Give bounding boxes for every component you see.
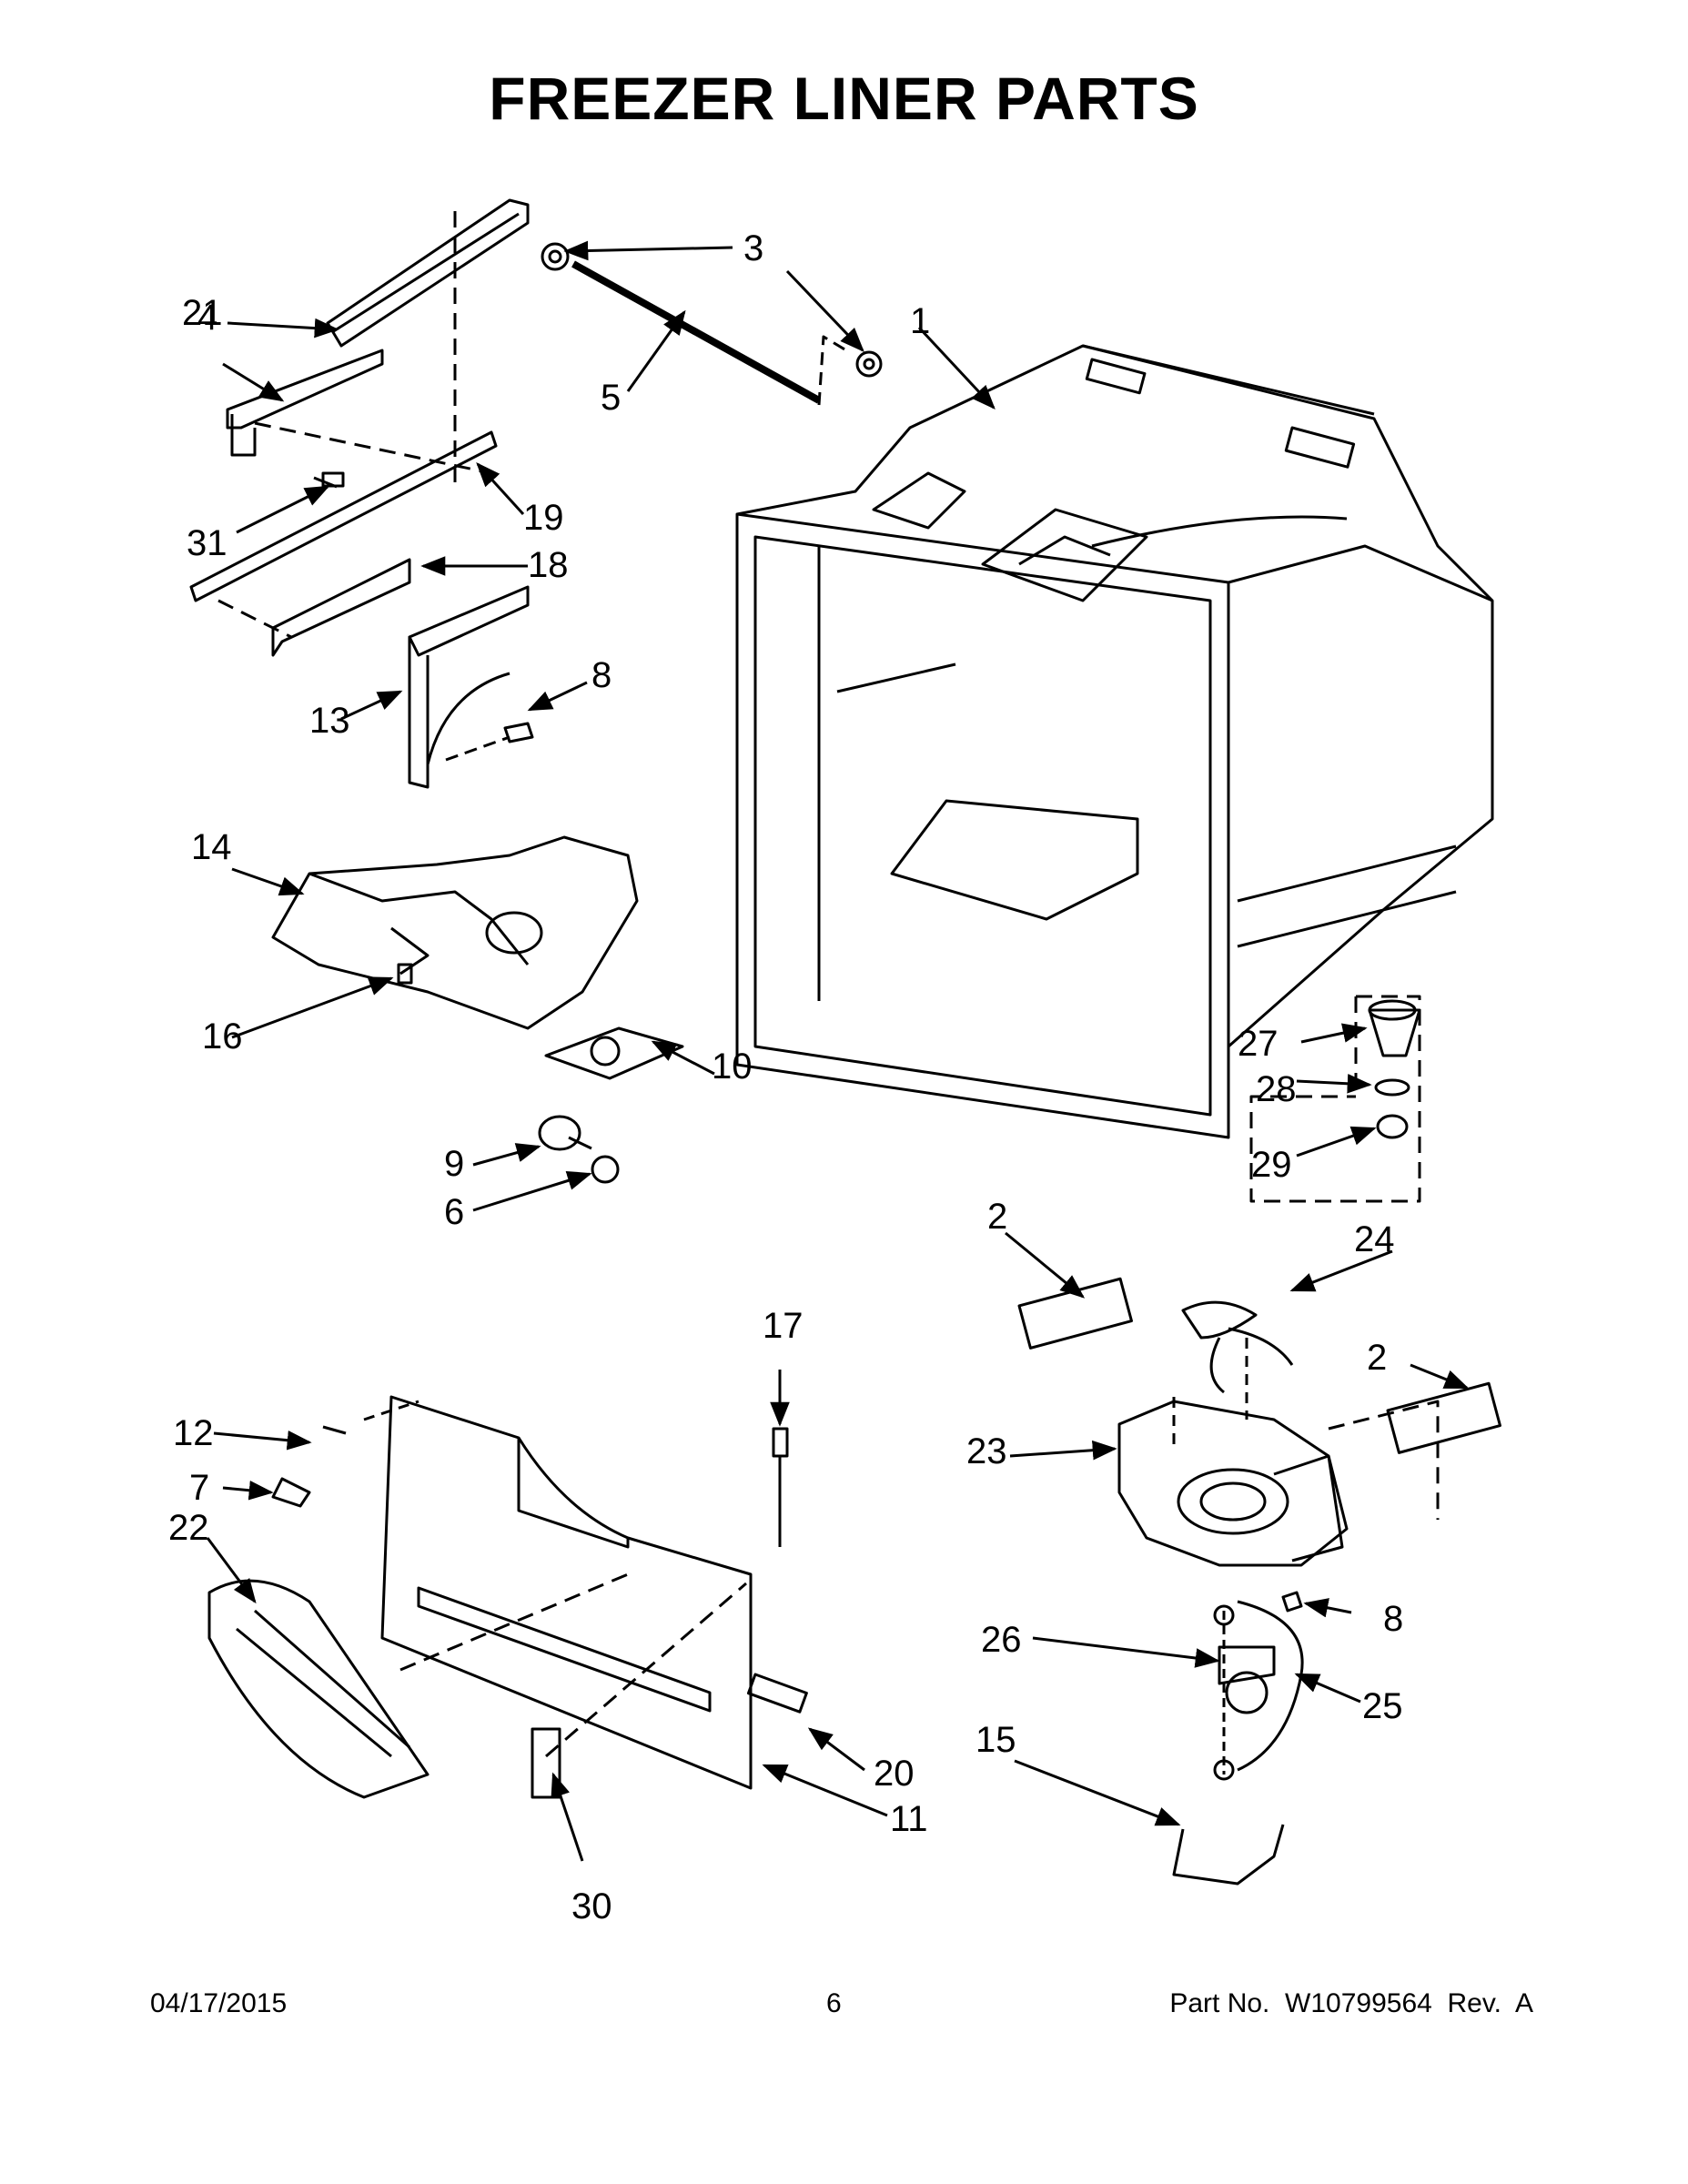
callout-24: 24 bbox=[1354, 1219, 1395, 1259]
callout-30: 30 bbox=[571, 1886, 612, 1926]
callout-19: 19 bbox=[523, 498, 564, 538]
callout-2: 2 bbox=[987, 1197, 1007, 1237]
callout-10: 10 bbox=[712, 1046, 753, 1087]
page-title: FREEZER LINER PARTS bbox=[489, 65, 1199, 132]
freezer-liner-drawing bbox=[735, 344, 1494, 1139]
callout-29: 29 bbox=[1251, 1145, 1292, 1185]
callout-9: 9 bbox=[444, 1144, 464, 1184]
callout-28: 28 bbox=[1256, 1069, 1297, 1109]
callout-31: 31 bbox=[187, 523, 227, 563]
rails-and-brackets-drawing bbox=[189, 198, 534, 789]
callout-26: 26 bbox=[981, 1620, 1022, 1660]
footer-date: 04/17/2015 bbox=[150, 1988, 288, 2018]
callout-8: 8 bbox=[591, 655, 612, 695]
rear-cover-drawing bbox=[207, 1395, 808, 1799]
callout-13: 13 bbox=[309, 701, 350, 741]
light-socket-drawing bbox=[538, 1115, 620, 1184]
callout-7: 7 bbox=[189, 1468, 209, 1508]
callout-5: 5 bbox=[601, 378, 621, 418]
callout-25: 25 bbox=[1362, 1686, 1403, 1726]
footer-part-number: Part No. W10799564 Rev. A bbox=[1169, 1988, 1533, 2018]
footer-page-number: 6 bbox=[826, 1988, 842, 2018]
callout-4: 4 bbox=[197, 298, 217, 338]
callout-labels: 1 2 2 3 4 5 6 7 8 8 9 10 11 12 13 14 15 … bbox=[168, 228, 1403, 1926]
callout-6: 6 bbox=[444, 1192, 464, 1232]
callout-27: 27 bbox=[1238, 1024, 1279, 1064]
shaft-and-gears-drawing bbox=[541, 242, 883, 406]
fan-assembly-drawing bbox=[1017, 1277, 1502, 1886]
callout-2: 2 bbox=[1367, 1338, 1387, 1378]
callout-18: 18 bbox=[528, 545, 569, 585]
callout-8: 8 bbox=[1383, 1599, 1403, 1639]
callout-17: 17 bbox=[763, 1306, 804, 1346]
callout-20: 20 bbox=[874, 1754, 915, 1794]
callout-14: 14 bbox=[191, 827, 232, 867]
thermistor-drawing bbox=[772, 1427, 789, 1547]
callout-12: 12 bbox=[173, 1413, 214, 1453]
leader-lines bbox=[206, 240, 1470, 1862]
callout-23: 23 bbox=[966, 1431, 1007, 1471]
callout-11: 11 bbox=[890, 1799, 928, 1839]
callout-21: 21 bbox=[182, 293, 223, 333]
callout-15: 15 bbox=[975, 1720, 1016, 1760]
callout-16: 16 bbox=[202, 1016, 243, 1057]
duct-cover-drawing bbox=[271, 835, 684, 1080]
callout-3: 3 bbox=[743, 228, 763, 268]
callout-22: 22 bbox=[168, 1508, 209, 1548]
callout-1: 1 bbox=[910, 301, 930, 341]
